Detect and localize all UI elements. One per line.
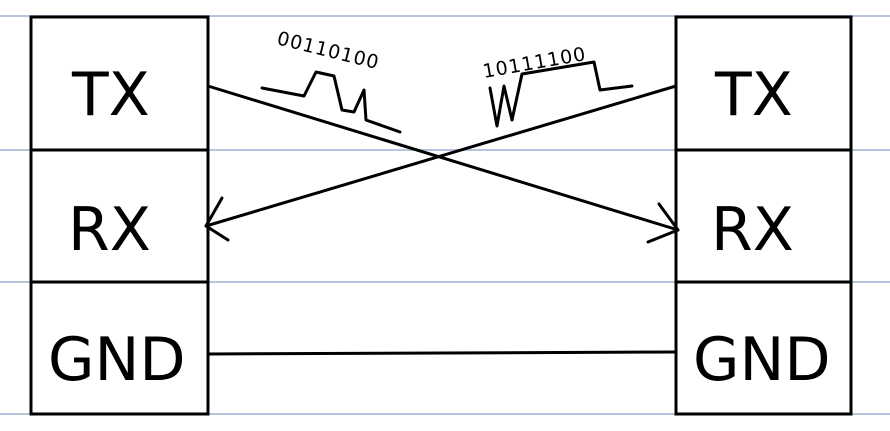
left-tx-label: TX xyxy=(71,60,150,130)
right-tx-waveform xyxy=(488,60,634,128)
left-gnd-label: GND xyxy=(48,325,186,395)
arrowhead-left-rx xyxy=(204,196,230,242)
connections xyxy=(204,84,680,356)
right-device-box xyxy=(674,15,853,416)
left-tx-signal: 00110100 xyxy=(260,28,402,134)
tx-to-rx-wire xyxy=(206,84,680,232)
left-device: TX RX GND xyxy=(29,15,210,416)
left-device-box xyxy=(29,15,210,416)
right-rx-label: RX xyxy=(711,195,794,265)
right-tx-label: TX xyxy=(714,60,793,130)
right-gnd-label: GND xyxy=(693,325,831,395)
left-tx-bitstream: 00110100 xyxy=(275,28,382,75)
right-tx-bitstream: 10111100 xyxy=(481,43,588,83)
arrowhead-right-rx xyxy=(646,202,680,244)
right-tx-signal: 10111100 xyxy=(481,43,634,128)
rx-from-tx-wire xyxy=(204,84,678,228)
left-rx-label: RX xyxy=(68,195,151,265)
left-tx-waveform xyxy=(260,70,402,134)
ground-wire xyxy=(206,350,678,356)
right-device: TX RX GND xyxy=(674,15,853,416)
